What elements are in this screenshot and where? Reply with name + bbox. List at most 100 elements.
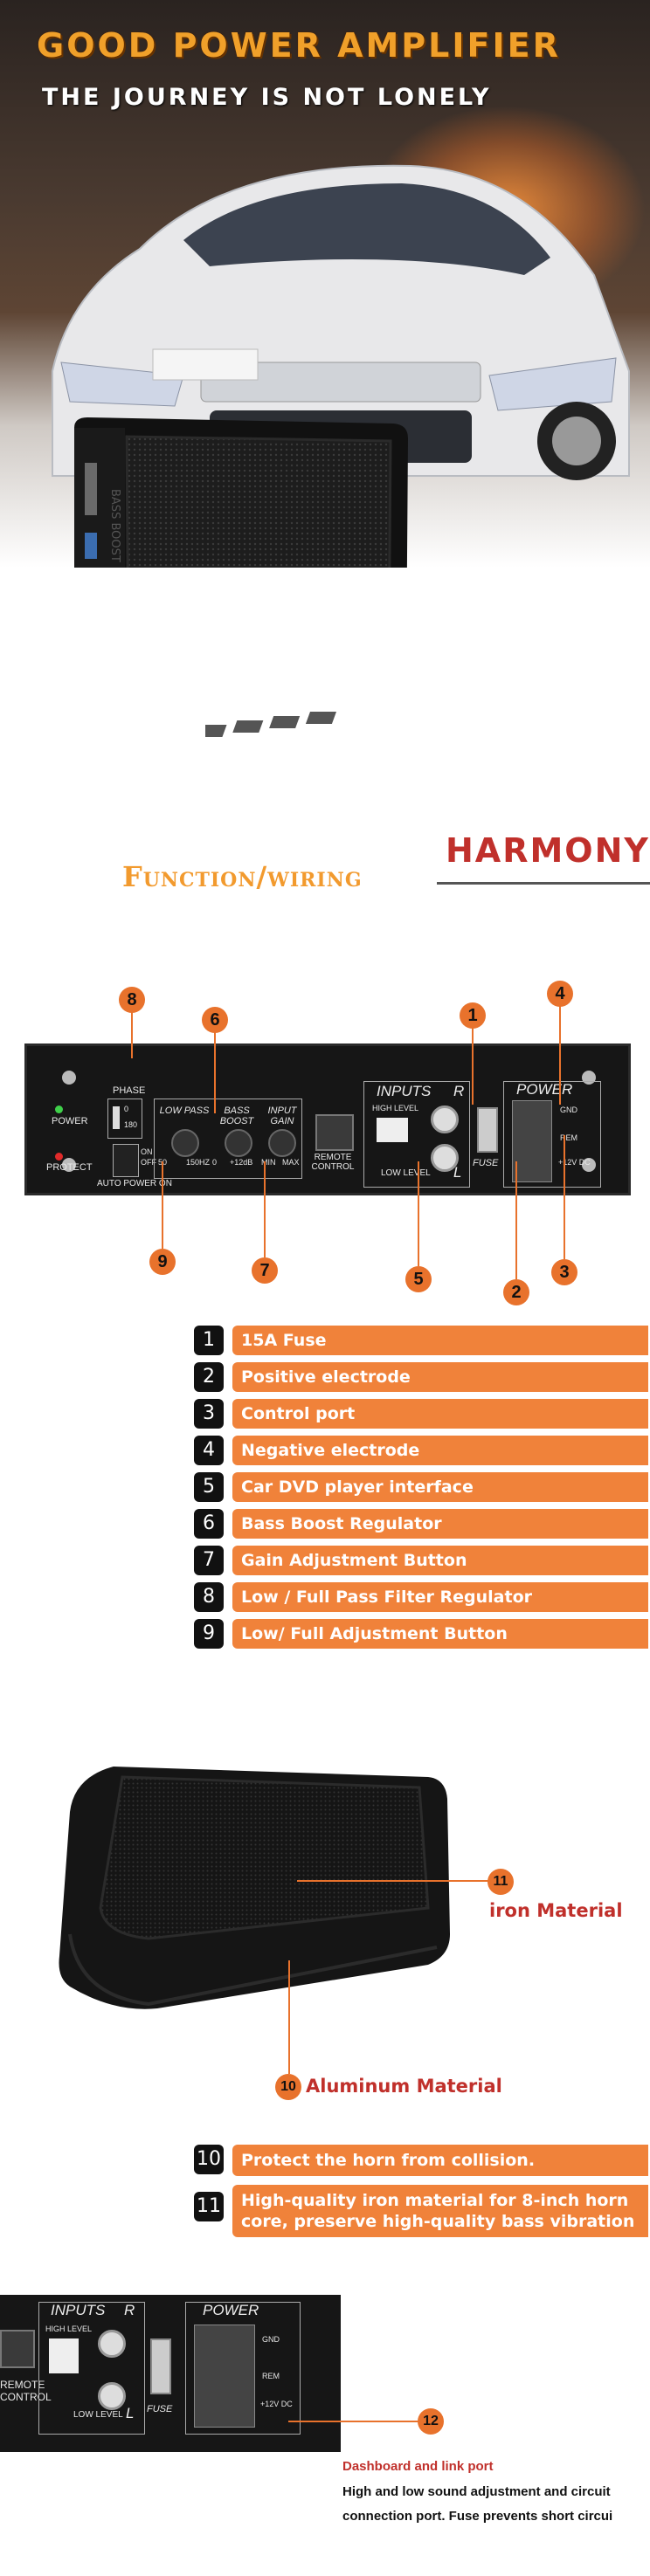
subwoofer-image (59, 1767, 450, 2009)
power-led-icon (55, 1105, 63, 1113)
callout-8: 8 (119, 987, 145, 1013)
input-gain-label: INPUT GAIN (267, 1105, 297, 1126)
list-item: 7 Gain Adjustment Button (194, 1546, 648, 1575)
inputs-l-label: L (453, 1164, 462, 1181)
list-item: 1 15A Fuse (194, 1326, 648, 1355)
callout-11: 11 (488, 1869, 514, 1895)
callout-9: 9 (149, 1249, 176, 1275)
low-level-label: LOW LEVEL (381, 1168, 431, 1178)
screw-icon (62, 1158, 76, 1172)
callout-5: 5 (405, 1266, 432, 1292)
inputs-label: INPUTS (377, 1083, 432, 1099)
high-level-connector[interactable] (377, 1118, 408, 1142)
low-pass-max: 150HZ (186, 1158, 211, 1167)
bass-boost-knob[interactable] (225, 1129, 252, 1157)
input-gain-max: MAX (282, 1158, 300, 1167)
item-number: 7 (194, 1546, 224, 1575)
list-item: 5 Car DVD player interface (194, 1472, 648, 1502)
detail-inputs-label: INPUTS (51, 2302, 106, 2318)
item-label: High-quality iron material for 8-inch ho… (232, 2185, 648, 2237)
item-number: 2 (194, 1362, 224, 1392)
on-label: ON (141, 1147, 153, 1156)
amp-side-label: BASS BOOST (108, 489, 121, 562)
callout-12: 12 (418, 2408, 444, 2435)
control-knob-group (154, 1099, 302, 1179)
item-number: 8 (194, 1582, 224, 1612)
brand-underline (437, 882, 650, 885)
callout-line-6 (214, 1030, 216, 1113)
detail-rca-r (98, 2330, 126, 2358)
callout-3: 3 (551, 1259, 577, 1285)
v12-label: +12V DC (558, 1158, 591, 1167)
aluminum-material-label: Aluminum Material (306, 2076, 502, 2097)
screw-icon (582, 1158, 596, 1172)
detail-gnd: GND (262, 2335, 280, 2344)
item-number: 4 (194, 1436, 224, 1465)
low-pass-knob[interactable] (171, 1129, 199, 1157)
list-item: 9 Low/ Full Adjustment Button (194, 1619, 648, 1649)
auto-power-switch[interactable] (113, 1144, 139, 1177)
detail-high-connector (49, 2338, 79, 2373)
callout-line-7 (264, 1161, 266, 1257)
callout-line-8 (131, 1010, 133, 1058)
rca-right-jack[interactable] (431, 1105, 459, 1133)
item-number: 1 (194, 1326, 224, 1355)
callout-line-2 (515, 1161, 517, 1279)
hero-title: GOOD POWER AMPLIFIER (37, 26, 561, 65)
callout-1: 1 (460, 1002, 486, 1029)
item-label: Low/ Full Adjustment Button (232, 1619, 648, 1649)
power-led-label: POWER (52, 1116, 88, 1126)
gnd-label: GND (560, 1105, 577, 1114)
detail-rca-l (98, 2382, 126, 2410)
item-number: 10 (194, 2145, 224, 2174)
iron-material-label: iron Material (489, 1900, 623, 1921)
remote-control-label: REMOTE CONTROL (311, 1153, 355, 1172)
rem-label: REM (560, 1133, 577, 1142)
section-title: Function/wiring (122, 860, 363, 893)
detail-power-label: POWER (203, 2302, 259, 2318)
rca-left-jack[interactable] (431, 1144, 459, 1172)
list-item: 4 Negative electrode (194, 1436, 648, 1465)
item-label: Bass Boost Regulator (232, 1509, 648, 1539)
detail-fuse (150, 2338, 171, 2394)
car-image (52, 164, 630, 480)
inputs-block (363, 1081, 470, 1188)
amplifier-product-image: BASS BOOST (74, 417, 408, 568)
input-gain-knob[interactable] (268, 1129, 296, 1157)
item-label: Car DVD player interface (232, 1472, 648, 1502)
low-pass-label: LOW PASS (159, 1105, 210, 1116)
phase-switch[interactable]: 0 180 (107, 1099, 142, 1139)
fuse-holder[interactable] (477, 1107, 498, 1153)
item-label: Gain Adjustment Button (232, 1546, 648, 1575)
item-number: 5 (194, 1472, 224, 1502)
fuse-label: FUSE (473, 1158, 499, 1168)
bass-boost-min: 0 (212, 1158, 218, 1167)
off-label: OFF (141, 1158, 156, 1167)
item-label: 15A Fuse (232, 1326, 648, 1355)
hero-banner: GOOD POWER AMPLIFIER THE JOURNEY IS NOT … (0, 0, 650, 568)
callout-7: 7 (252, 1257, 278, 1284)
item-number: 9 (194, 1619, 224, 1649)
item-number: 3 (194, 1399, 224, 1429)
detail-low-level: LOW LEVEL (73, 2410, 123, 2420)
auto-power-on-label: AUTO POWER ON (97, 1179, 172, 1188)
item-label: Negative electrode (232, 1436, 648, 1465)
power-block-label: POWER (516, 1081, 573, 1098)
high-level-label: HIGH LEVEL (372, 1104, 419, 1112)
screw-icon (62, 1071, 76, 1085)
detail-remote-label: REMOTE CONTROL (0, 2379, 52, 2403)
callout-line-5 (418, 1161, 419, 1266)
power-terminal-block (503, 1081, 601, 1188)
item-number: 11 (194, 2192, 224, 2221)
list-item: 11 High-quality iron material for 8-inch … (194, 2185, 648, 2237)
bass-boost-max: +12dB (230, 1158, 253, 1167)
iron-callout-line (297, 1880, 489, 1882)
remote-control-port[interactable] (315, 1114, 354, 1151)
amplifier-control-panel: POWER PROTECT PHASE 0 180 ON OFF AUTO PO… (24, 1043, 631, 1195)
callout-10: 10 (275, 2074, 301, 2100)
power-terminals[interactable] (512, 1100, 552, 1182)
